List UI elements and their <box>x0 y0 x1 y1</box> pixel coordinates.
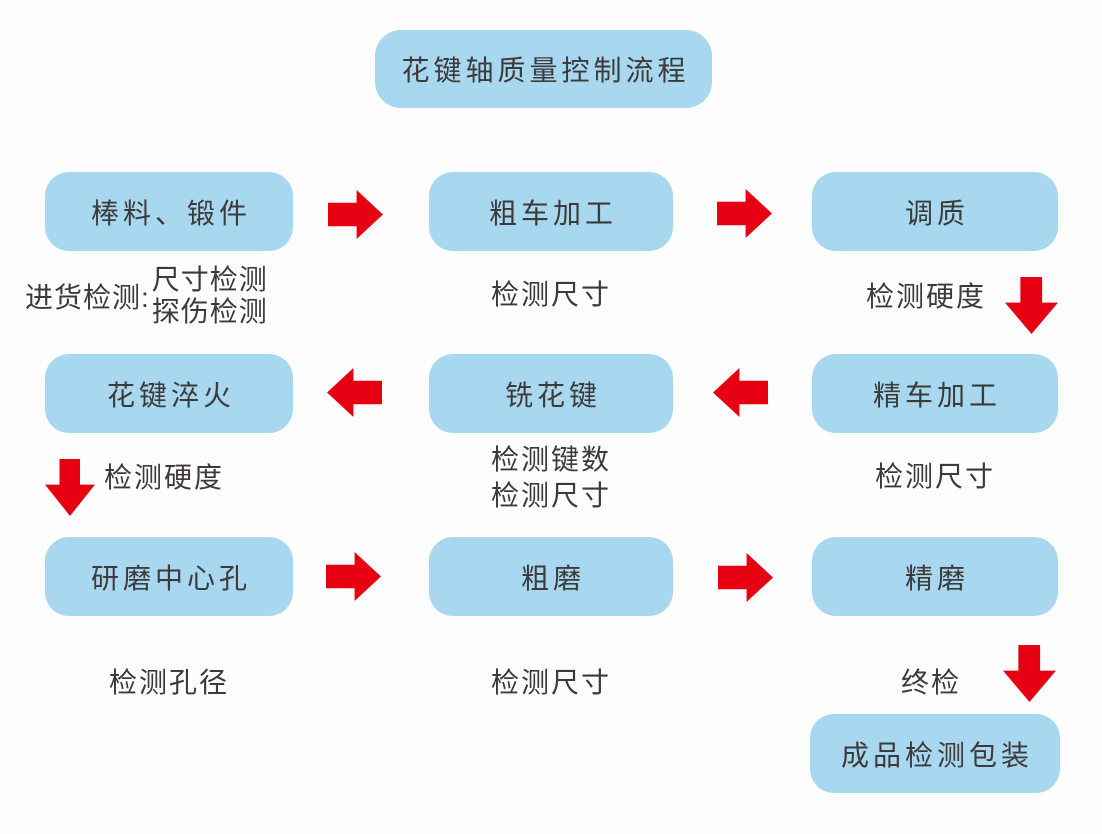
process-box-fine-turning: 精车加工 <box>812 354 1058 433</box>
process-box-finished-product-packaging: 成品检测包装 <box>810 714 1060 793</box>
process-box-fine-grinding: 精磨 <box>812 537 1058 616</box>
arrow-right-icon <box>718 553 773 602</box>
incoming-inspection-line2: 探伤检测 <box>151 296 268 327</box>
inspection-label-hole-diameter: 检测孔径 <box>108 667 229 698</box>
process-box-spline-milling: 铣花键 <box>429 354 673 433</box>
process-box-rough-grinding: 粗磨 <box>429 537 673 616</box>
arrow-down-icon <box>45 459 95 516</box>
arrow-left-icon <box>713 368 768 417</box>
final-inspection-label: 终检 <box>901 667 962 698</box>
process-box-bar-stock-forgings: 棒料、锻件 <box>45 172 293 251</box>
incoming-inspection-prefix: 进货检测: <box>25 282 150 313</box>
arrow-down-icon <box>1003 645 1056 702</box>
inspection-label-hardness: 检测硬度 <box>104 462 225 493</box>
title-box: 花键轴质量控制流程 <box>375 30 712 108</box>
process-box-grind-center-hole: 研磨中心孔 <box>45 537 293 616</box>
incoming-inspection-label: 进货检测: 尺寸检测 探伤检测 <box>25 264 268 328</box>
process-box-quench-temper: 调质 <box>812 172 1058 251</box>
inspection-label-dimensions: 检测尺寸 <box>490 667 611 698</box>
arrow-right-icon <box>326 552 381 601</box>
process-box-rough-turning: 粗车加工 <box>429 172 673 251</box>
incoming-inspection-line1: 尺寸检测 <box>151 264 268 295</box>
inspection-label-hardness: 检测硬度 <box>866 281 987 312</box>
inspection-label-dimensions: 检测尺寸 <box>490 480 611 511</box>
process-box-spline-quenching: 花键淬火 <box>45 354 293 433</box>
inspection-label-dimensions: 检测尺寸 <box>874 461 995 492</box>
arrow-right-icon <box>328 190 383 239</box>
arrow-down-icon <box>1005 277 1058 334</box>
arrow-right-icon <box>717 189 772 238</box>
inspection-label-dimensions: 检测尺寸 <box>490 279 611 310</box>
inspection-label-key-count: 检测键数 <box>490 444 611 475</box>
arrow-left-icon <box>327 368 382 417</box>
